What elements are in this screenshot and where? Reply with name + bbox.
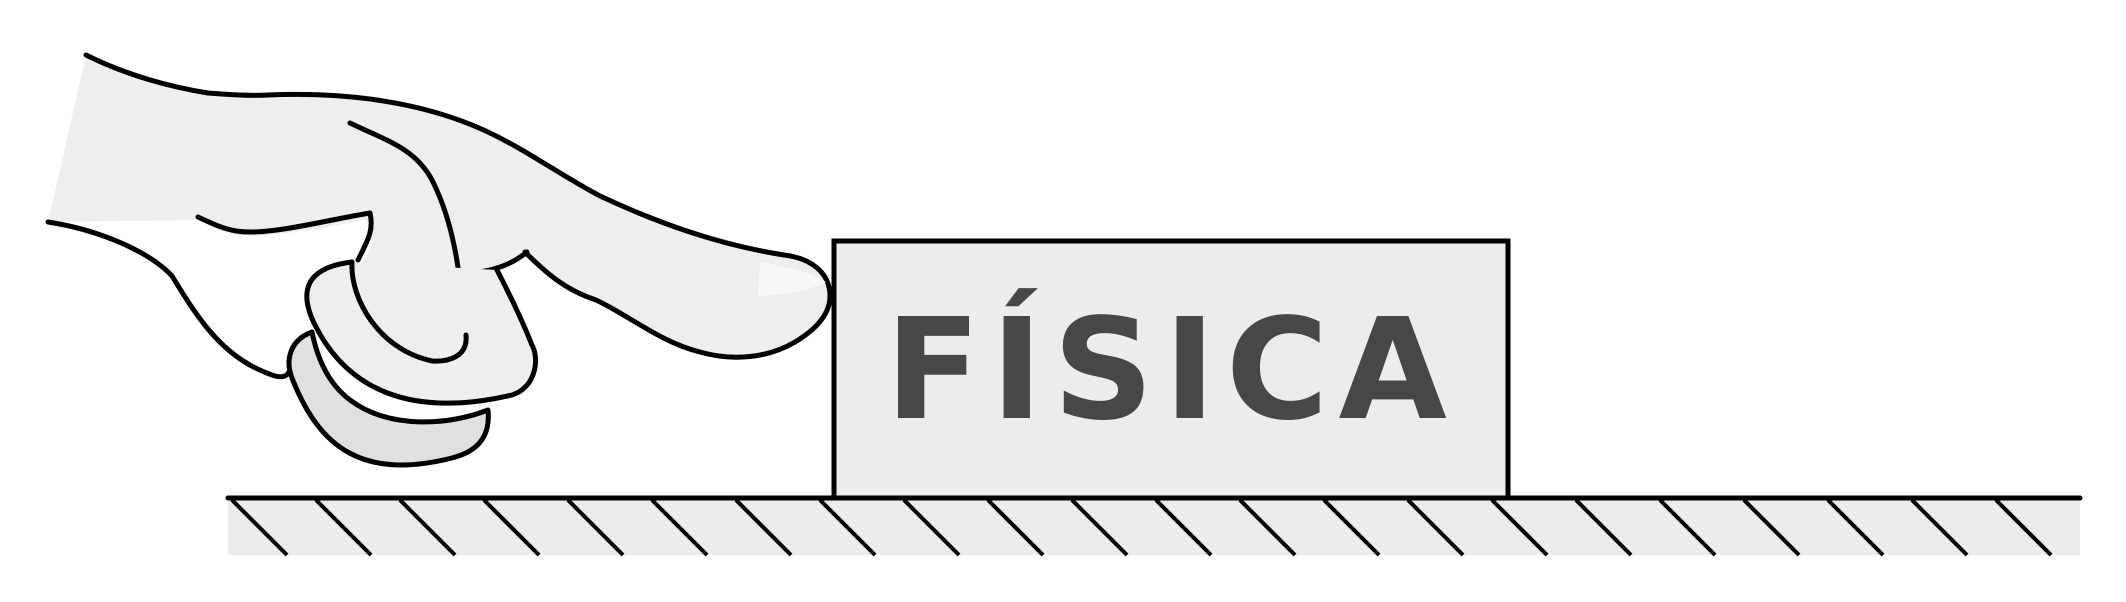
hatch-mark — [1070, 498, 1129, 557]
curled-finger-2 — [349, 259, 469, 364]
middle-finger-line — [195, 210, 374, 263]
hatch-mark — [1154, 498, 1213, 557]
hatch-mark — [314, 498, 373, 557]
thumb — [286, 329, 491, 468]
hand-palm — [48, 55, 830, 361]
hatch-mark — [650, 498, 709, 557]
hatch-mark — [230, 498, 289, 557]
hatch-mark — [1994, 498, 2053, 557]
hatch-mark — [1826, 498, 1885, 557]
fingernail — [758, 262, 826, 296]
hatch-mark — [818, 498, 877, 557]
hand-top-outline — [83, 52, 833, 360]
hatch-mark — [1574, 498, 1633, 557]
hatch-mark — [1322, 498, 1381, 557]
block-rectangle — [831, 238, 1511, 501]
hatch-mark — [1490, 498, 1549, 557]
hatch-mark — [986, 498, 1045, 557]
ground-hatching — [230, 498, 2053, 557]
hatch-mark — [734, 498, 793, 557]
hatch-mark — [1658, 498, 1717, 557]
hatch-mark — [1742, 498, 1801, 557]
hatch-mark — [482, 498, 541, 557]
physics-block: FÍSICA — [831, 238, 1511, 501]
block-label: FÍSICA — [885, 287, 1457, 452]
ground — [225, 495, 2083, 557]
hatch-mark — [902, 498, 961, 557]
hand-icon — [45, 52, 833, 468]
ground-band — [228, 500, 2080, 555]
hatch-mark — [566, 498, 625, 557]
hatch-mark — [1238, 498, 1297, 557]
hatch-mark — [1910, 498, 1969, 557]
hatch-mark — [398, 498, 457, 557]
hatch-mark — [1406, 498, 1465, 557]
wrist-outline — [45, 219, 292, 380]
